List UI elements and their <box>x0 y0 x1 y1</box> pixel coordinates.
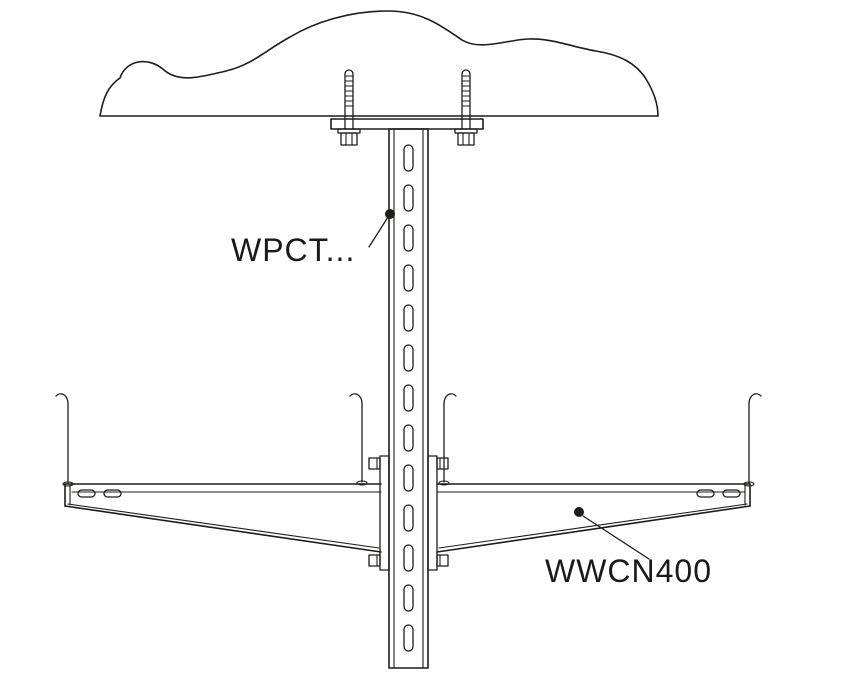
channel-slot <box>403 504 414 532</box>
channel-slot <box>403 584 414 612</box>
hook-curl <box>443 393 457 405</box>
bolt-nut-facets <box>345 132 353 146</box>
hook-rod-outer-left <box>55 393 74 487</box>
channel-slot <box>403 424 414 452</box>
bolt-nut <box>457 132 475 146</box>
hook-curl <box>748 393 762 405</box>
bracket-end-slot <box>103 489 122 498</box>
mounting-bolt-top <box>436 457 449 470</box>
bracket-end-slot <box>77 489 96 498</box>
bracket-right <box>427 455 751 571</box>
channel-slot <box>403 384 414 412</box>
channel-label: WPCT... <box>231 232 355 268</box>
ceiling-blob <box>99 10 659 117</box>
base-plate <box>330 118 484 130</box>
channel-slot <box>403 344 414 372</box>
channel-slot <box>403 264 414 292</box>
hook-curl <box>349 393 363 405</box>
leader-line <box>582 515 650 560</box>
mounting-bolt-bottom <box>368 554 381 567</box>
rod-washer <box>743 481 755 487</box>
channel-slot <box>403 624 414 652</box>
rod-washer <box>62 481 74 487</box>
bolt-shaft <box>461 69 471 130</box>
bracket-label: WWCN400 <box>545 553 712 589</box>
ceiling-outline <box>99 10 659 117</box>
callout-bracket: WWCN400 <box>545 507 712 589</box>
hook-curl <box>55 393 69 405</box>
callout-channel: WPCT... <box>231 209 395 268</box>
channel-slot <box>403 464 414 492</box>
channel-fold-lines <box>393 128 424 669</box>
leader-dot <box>385 209 395 219</box>
mounting-bolt-top <box>368 457 381 470</box>
bolt-threads <box>461 75 471 107</box>
bracket-mounting-plate <box>427 455 438 571</box>
hook-rod-outer-right <box>743 393 762 487</box>
bracket-end-slot <box>696 489 715 498</box>
hook-rod-inner-left <box>349 393 368 486</box>
rod-washer <box>356 480 368 486</box>
channel-slot <box>403 144 414 172</box>
channel-strut <box>388 128 429 669</box>
bracket-taper-edge <box>436 505 751 553</box>
bracket-end-slot <box>722 489 741 498</box>
rod-washer <box>438 480 450 486</box>
bracket-taper-inner-edge <box>67 503 380 549</box>
bracket-left <box>64 455 390 571</box>
bolt-shaft <box>344 69 354 130</box>
leader-dot <box>574 507 584 517</box>
channel-slot <box>403 184 414 212</box>
mounting-bolt-bottom <box>436 554 449 567</box>
channel-slot <box>403 304 414 332</box>
anchor-bolt-left <box>337 69 361 146</box>
bolt-nut <box>340 132 358 146</box>
bolt-nut-facets <box>462 132 470 146</box>
bracket-mounting-plate <box>379 455 390 571</box>
channel-slots <box>403 144 414 652</box>
bracket-taper-edge <box>64 505 382 553</box>
channel-slot <box>403 224 414 252</box>
channel-body <box>388 128 429 669</box>
channel-slot <box>403 544 414 572</box>
hook-rod-inner-right <box>438 393 457 486</box>
bolt-threads <box>344 75 354 107</box>
anchor-bolt-right <box>454 69 478 146</box>
leader-line <box>368 216 389 248</box>
bracket-taper-inner-edge <box>438 503 748 549</box>
